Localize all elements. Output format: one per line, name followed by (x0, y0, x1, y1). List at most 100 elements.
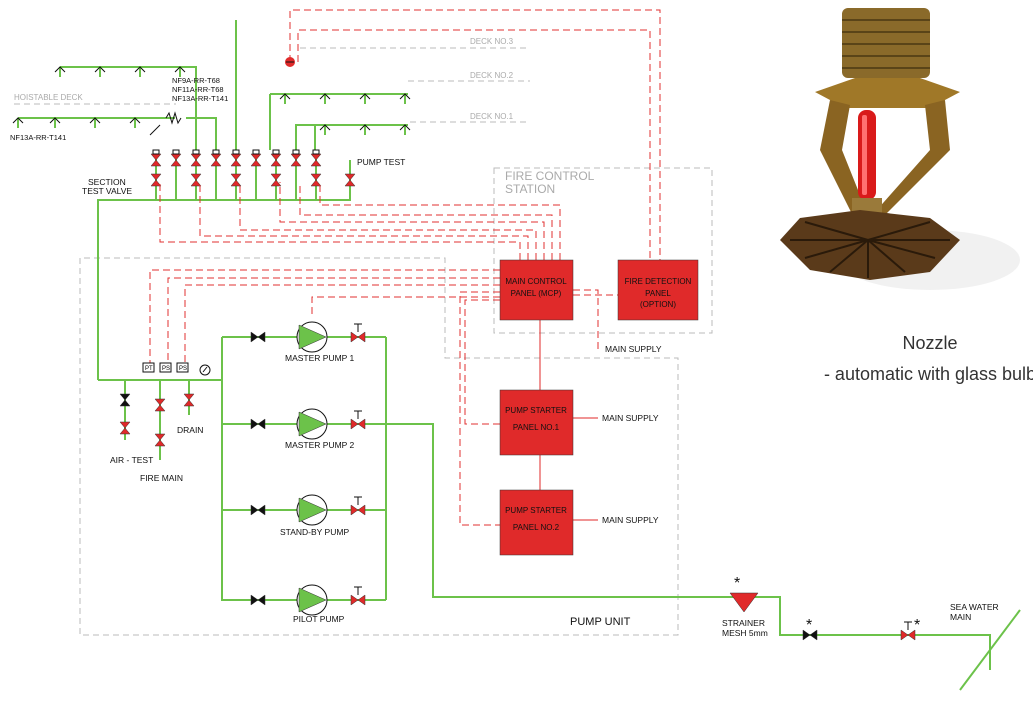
nozzle-caption-subtitle: - automatic with glass bulb (823, 364, 1033, 384)
valve-icon (230, 153, 242, 167)
pump-unit-boundary (79, 257, 679, 636)
valve-icon (250, 594, 266, 606)
flow-switch-icon (252, 149, 260, 155)
fire-main-label: FIRE MAIN (140, 473, 183, 483)
main-supply-1: MAIN SUPPLY (602, 413, 659, 423)
valve-icon (350, 331, 366, 343)
valve-icon (250, 418, 266, 430)
pump-impeller-icon (298, 324, 327, 350)
sea-water-label-2: MAIN (950, 612, 971, 622)
deck-2-label: DECK NO.2 (470, 71, 514, 80)
strainer-label-2: MESH 5mm (722, 628, 768, 638)
fire-control-label-1: FIRE CONTROL (505, 169, 595, 183)
valve-icon (290, 153, 302, 167)
ps1-label-2: PANEL NO.1 (513, 423, 560, 432)
master-pump-2-label: MASTER PUMP 2 (285, 440, 355, 450)
flow-switch-icon (312, 149, 320, 155)
valve-icon (802, 629, 818, 641)
deck-1-label: DECK NO.1 (470, 112, 514, 121)
valve-icon (150, 153, 162, 167)
valve-icon (230, 173, 242, 187)
nozzle-type-left: NF13A-RR-T141 (10, 133, 66, 142)
pump-impeller-icon (298, 587, 327, 613)
signal-lines (149, 9, 661, 526)
valve-asterisk-2: * (914, 617, 920, 634)
valve-icon (350, 594, 366, 606)
standby-pump-label: STAND-BY PUMP (280, 527, 349, 537)
sprinkler-heads (12, 66, 411, 136)
pilot-pump-label: PILOT PUMP (293, 614, 345, 624)
pump-impeller-icon (298, 497, 327, 523)
fire-control-station-boundary (493, 167, 713, 334)
test-valve-label: TEST VALVE (82, 186, 132, 196)
valve-icon (310, 153, 322, 167)
nozzle-type-3: NF13A-RR-T141 (172, 94, 228, 103)
deck-3-label: DECK NO.3 (470, 37, 514, 46)
mcp-label-1: MAIN CONTROL (505, 277, 567, 286)
valve-stem-icon (354, 323, 362, 332)
pump-starter-panel-1: PUMP STARTER PANEL NO.1 (499, 389, 574, 456)
flow-switch-icon (212, 149, 220, 155)
strainer-label-1: STRAINER (722, 618, 765, 628)
fdp-label-2: PANEL (645, 289, 671, 298)
flow-switch-icon (232, 149, 240, 155)
pump-starter-panel-2: PUMP STARTER PANEL NO.2 (499, 489, 574, 556)
nozzle-caption-title: Nozzle (902, 333, 958, 353)
valve-icon (119, 393, 131, 407)
fdp-label-1: FIRE DETECTION (625, 277, 692, 286)
valve-icon (250, 331, 266, 343)
ps2-label-2: PANEL NO.2 (513, 523, 560, 532)
valve-icon (154, 433, 166, 447)
section-valves (119, 149, 916, 641)
hoistable-deck-label: HOISTABLE DECK (14, 93, 83, 102)
valve-icon (250, 504, 266, 516)
pump-impeller-icon (298, 411, 327, 437)
deck-lines (14, 47, 530, 123)
pump-test-label: PUMP TEST (357, 157, 405, 167)
valve-stem-icon (354, 496, 362, 505)
valve-icon (350, 504, 366, 516)
nozzle-type-2: NF11A-RR-T68 (172, 85, 224, 94)
valve-icon (170, 153, 182, 167)
nozzle-type-1: NF9A-RR-T68 (172, 76, 220, 85)
valve-icon (183, 393, 195, 407)
flow-switch-icon (152, 149, 160, 155)
valve-icon (190, 173, 202, 187)
valve-icon (210, 153, 222, 167)
fire-control-label-2: STATION (505, 182, 555, 196)
valve-icon (190, 153, 202, 167)
pt-label: PT (145, 366, 153, 372)
fdp-label-3: (OPTION) (640, 300, 676, 309)
flow-switch-icon (272, 149, 280, 155)
mcp-label-2: PANEL (MCP) (511, 289, 562, 298)
valve-icon (250, 153, 262, 167)
valve-icon (154, 398, 166, 412)
flow-switch-icon (172, 149, 180, 155)
main-supply-mcp: MAIN SUPPLY (605, 344, 662, 354)
valve-stem-icon (354, 410, 362, 419)
valve-icon (270, 173, 282, 187)
valve-icon (310, 173, 322, 187)
valve-asterisk-1: * (806, 617, 812, 634)
pump-unit-label: PUMP UNIT (570, 616, 631, 628)
drain-label: DRAIN (177, 425, 203, 435)
control-wiring (539, 320, 598, 521)
ps2-label-1: PUMP STARTER (505, 506, 567, 515)
ps-label-1: PS (162, 366, 170, 372)
valve-icon (900, 629, 916, 641)
valve-stem-icon (354, 586, 362, 595)
pressure-instruments: PT PS PS (142, 362, 211, 376)
sea-water-label-1: SEA WATER (950, 602, 999, 612)
flow-switch-icon (292, 149, 300, 155)
valve-icon (150, 173, 162, 187)
strainer-icon (729, 592, 759, 613)
valve-icon (119, 421, 131, 435)
ps-label-2: PS (179, 366, 187, 372)
valve-stem-icon (904, 621, 912, 630)
flow-switch-icon (192, 149, 200, 155)
main-control-panel: MAIN CONTROL PANEL (MCP) (499, 259, 574, 321)
sprinkler-nozzle-illustration (780, 8, 1020, 290)
valve-icon (350, 418, 366, 430)
air-test-label: AIR - TEST (110, 455, 153, 465)
